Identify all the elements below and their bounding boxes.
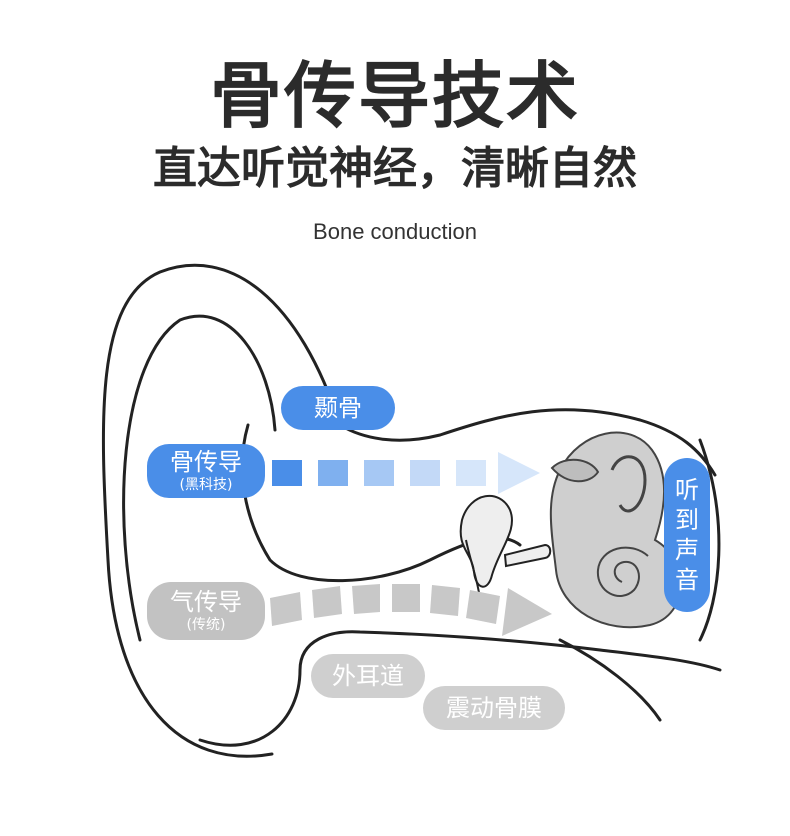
vibrating-eardrum-text: 震动骨膜 [446, 694, 542, 722]
bone-conduction-subtext: (黑科技) [179, 477, 233, 493]
temporal-bone-text: 颞骨 [314, 394, 362, 422]
page-title: 骨传导技术 [209, 54, 580, 138]
air-conduction-arrow [270, 584, 552, 636]
ear-canal-text: 外耳道 [332, 662, 404, 690]
bone-conduction-label: 骨传导 (黑科技) [147, 444, 265, 498]
bone-conduction-text: 骨传导 [170, 448, 242, 476]
semicircular-canal [610, 455, 647, 513]
ossicles-shape [459, 494, 513, 588]
ear-canal-label: 外耳道 [311, 654, 425, 698]
vestibule-shape [550, 458, 600, 483]
inner-ear-fold [122, 314, 277, 642]
air-conduction-subtext: (传统) [186, 617, 226, 633]
canal-right-curve [698, 438, 721, 642]
air-conduction-text: 气传导 [170, 588, 242, 616]
hear-sound-char: 音 [675, 566, 699, 594]
outer-ear-outline [101, 263, 717, 758]
hear-sound-label: 听 到 声 音 [664, 458, 710, 612]
english-caption: Bone conduction [313, 219, 477, 244]
page-subtitle: 直达听觉神经，清晰自然 [153, 143, 637, 194]
hear-sound-char: 听 [675, 476, 699, 504]
hear-sound-char: 到 [675, 506, 699, 534]
hear-sound-char: 声 [675, 536, 699, 564]
air-conduction-label: 气传导 (传统) [147, 582, 265, 640]
vibrating-eardrum-label: 震动骨膜 [423, 686, 565, 730]
canal-lower-curve [558, 638, 662, 722]
temporal-bone-label: 颞骨 [281, 386, 395, 430]
bone-conduction-arrow [272, 452, 540, 494]
lobe-curve [198, 630, 722, 747]
stapes-shape [503, 543, 552, 568]
cochlea-spiral [596, 546, 649, 597]
